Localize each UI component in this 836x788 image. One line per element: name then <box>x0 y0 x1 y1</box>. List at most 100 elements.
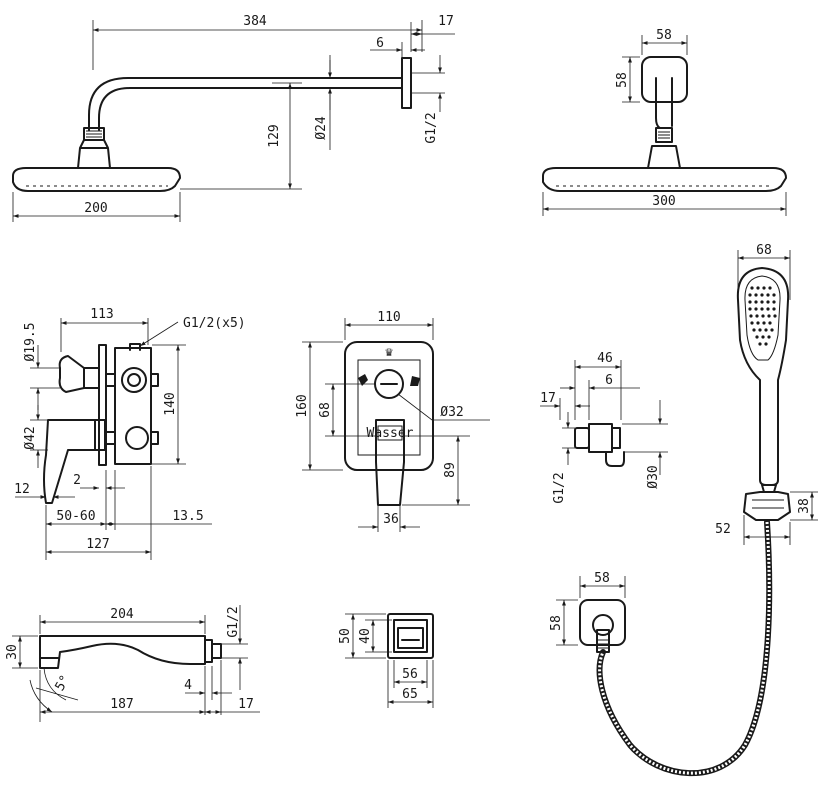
dim-thread: G1/2 <box>424 112 439 143</box>
dim-outlet-total-depth: 46 <box>597 351 613 366</box>
cover-plate-edge <box>98 344 107 466</box>
mixer-valve-front-view: ♛ Wasser 110 160 68 Ø32 89 36 <box>295 310 490 532</box>
dim-spout-length: 204 <box>110 607 134 622</box>
dim-lever-dia: Ø42 <box>23 426 38 449</box>
dim-lever-offset: 12 <box>14 482 30 497</box>
lower-port <box>125 426 149 450</box>
dim-plate-width: 58 <box>656 28 672 43</box>
joint-thread <box>86 130 102 138</box>
symbol-left <box>358 374 368 386</box>
wall-outlet-front-view: 58 58 <box>549 571 626 653</box>
dim-outlet-body-dia: Ø30 <box>646 465 661 488</box>
dim-plate-width: 110 <box>377 310 400 325</box>
dim-port-dia: Ø19.5 <box>23 322 38 361</box>
brand-logo: Wasser <box>367 426 414 441</box>
dim-ports: G1/2(x5) <box>183 316 246 331</box>
dim-pipe-dia: Ø24 <box>314 116 329 140</box>
dim-outlet-thread: G1/2 <box>552 472 567 503</box>
dim-outer-width: 65 <box>402 687 418 702</box>
dim-spout-thread: G1/2 <box>226 606 241 637</box>
shower-hose <box>596 519 773 777</box>
hand-shower-view: 68 38 52 <box>715 243 818 545</box>
dim-spout-flange: 4 <box>184 678 192 693</box>
hand-shower-body <box>736 267 790 486</box>
diverter-plate-view: 50 40 56 65 <box>338 613 434 708</box>
dim-hand-head-width: 68 <box>756 243 772 258</box>
outlet-front-boss <box>592 614 614 636</box>
dim-plate-gap: 13.5 <box>172 509 203 524</box>
front-head-mount <box>647 145 681 169</box>
symbol-right <box>410 376 420 386</box>
hose-inner <box>598 521 771 775</box>
square-head-front <box>542 167 787 192</box>
inner-plate-outline <box>357 359 421 456</box>
dim-arm-length: 384 <box>243 14 267 29</box>
dim-lever-drop: 89 <box>443 462 458 478</box>
plate-outer <box>387 613 434 659</box>
front-joint-thread <box>658 131 670 139</box>
holder-inner <box>752 499 784 509</box>
head-mount <box>77 139 111 169</box>
outlet-front-nozzle <box>596 629 610 653</box>
knob-symbol: ♛ <box>385 345 393 360</box>
dim-spout-flange-depth: 17 <box>238 697 254 712</box>
dim-body-height: 140 <box>163 392 178 415</box>
dim-spout-projection: 187 <box>110 697 133 712</box>
dim-inner-height: 40 <box>358 628 373 644</box>
lever-sleeve <box>94 419 106 451</box>
plate-slot <box>397 627 424 649</box>
dim-inner-width: 56 <box>402 667 418 682</box>
dim-axis-gap: 68 <box>318 402 333 418</box>
mixer-valve-side-view: 113 G1/2(x5) Ø19.5 140 Ø42 12 2 50-60 13… <box>14 307 246 560</box>
spout-body <box>39 635 206 669</box>
dim-body-depth: 113 <box>90 307 113 322</box>
dim-flange-offset: 6 <box>376 36 384 51</box>
outlet-plate <box>574 427 590 449</box>
plate-inner <box>393 619 428 653</box>
dim-lever-width: 36 <box>383 512 399 527</box>
dim-install-range: 50-60 <box>56 509 95 524</box>
dim-holder-height: 38 <box>797 498 812 514</box>
spray-nozzles <box>748 286 777 346</box>
dim-head-width: 200 <box>84 201 107 216</box>
upper-port <box>121 367 147 393</box>
front-joint <box>655 127 673 143</box>
spout-sleeve <box>204 639 213 663</box>
front-lever <box>375 419 405 506</box>
port-stubs <box>105 343 159 445</box>
upper-port-core <box>127 373 141 387</box>
arm-wall-flange <box>401 57 412 109</box>
front-cover-plate <box>344 341 434 471</box>
outlet-front-plate <box>579 599 626 646</box>
dim-front-head-width: 300 <box>652 194 675 209</box>
dim-total-depth: 127 <box>86 537 109 552</box>
dim-wall-offset: 17 <box>540 391 556 406</box>
dim-outer-height: 50 <box>338 628 353 644</box>
valve-body <box>114 347 152 465</box>
dim-gap: 2 <box>73 473 81 488</box>
spout-wall-flange <box>211 643 222 659</box>
dim-drop: 129 <box>267 124 282 147</box>
outlet-front-thread <box>598 639 608 649</box>
dim-holder-depth: 52 <box>715 522 731 537</box>
dim-spout-angle: 5° <box>53 673 74 694</box>
upper-knob-stem <box>83 367 100 389</box>
hand-shower-face <box>744 275 781 361</box>
shower-arm <box>88 77 403 131</box>
dim-plate-height: 58 <box>615 72 630 88</box>
dim-outlet-plate-height: 58 <box>549 615 564 631</box>
hose-connector <box>761 484 777 493</box>
dim-outlet-flange: 6 <box>605 373 613 388</box>
shower-holder <box>743 491 791 521</box>
lever-handle <box>43 419 96 504</box>
dim-spout-height: 30 <box>5 644 20 660</box>
dim-knob-dia: Ø32 <box>440 405 463 420</box>
outlet-body <box>588 423 621 453</box>
overhead-shower-front-view: 58 58 300 <box>542 28 787 216</box>
outlet-side-view: 46 6 17 G1/2 Ø30 <box>540 351 668 504</box>
ceiling-plate <box>641 56 688 103</box>
overhead-shower-side-view: 384 17 6 129 Ø24 G1/2 200 <box>12 14 455 222</box>
shower-head-side <box>12 167 181 192</box>
dim-flange-depth: 17 <box>438 14 454 29</box>
